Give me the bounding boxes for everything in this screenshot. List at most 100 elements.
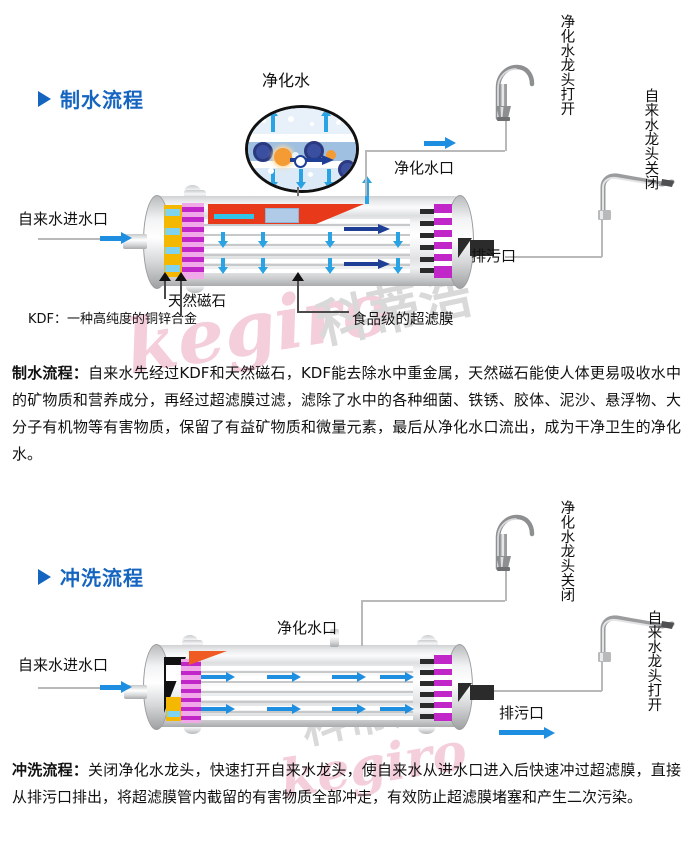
inlet-label-flush: 自来水进水口 [18, 656, 109, 674]
purified-outlet-arrow [424, 140, 446, 146]
magnified-membrane-inset [245, 105, 359, 193]
membrane-fiber [201, 701, 413, 703]
kdf-tab-icon [165, 247, 180, 254]
flush-arrow [267, 707, 293, 711]
outlet-seal-block [420, 703, 434, 708]
housing-lug-icon [418, 723, 435, 734]
membrane-callout-line [297, 311, 349, 313]
purified-outlet-label-flush: 净化水口 [277, 619, 338, 637]
drain-flow-arrow [544, 726, 555, 739]
purified-outlet-riser [365, 150, 367, 196]
inset-arrow-down [295, 182, 306, 189]
tap-connector-line [505, 256, 602, 258]
purified-outlet-line [365, 150, 505, 152]
magnet-stripe [181, 716, 201, 720]
inset-bubble [310, 122, 314, 126]
inset-arrow-up [271, 114, 275, 132]
membrane-fiber [201, 671, 413, 673]
drain-outlet-label-flush: 排污口 [499, 704, 545, 722]
outlet-seal-block [420, 659, 434, 664]
inlet-label-production: 自来水进水口 [18, 210, 109, 228]
purified-faucet-riser [505, 570, 507, 601]
flow-arrow-down [221, 232, 225, 244]
inset-arrow-down [327, 169, 331, 185]
membrane-indicator-bar [214, 214, 254, 219]
ultrafiltration-housing-flush [124, 629, 494, 734]
flush-arrow [357, 704, 366, 714]
kdf-callout-arrow-icon [175, 272, 187, 281]
membrane-fiber [201, 666, 413, 670]
membrane-fiber [201, 696, 413, 700]
outlet-seal-block [420, 245, 434, 250]
flow-arrow-down [261, 258, 265, 270]
purified-faucet-label-production: 净化水龙头打开 [558, 14, 575, 116]
magnet-callout-arrow-icon [159, 272, 171, 281]
inset-arrow-up [267, 109, 278, 116]
flow-arrow-down [324, 267, 335, 274]
purified-outlet-arrow [445, 137, 456, 149]
inset-bubble [336, 120, 341, 125]
gooseneck-faucet-icon [487, 512, 537, 574]
internal-flow-arrow [344, 262, 380, 266]
outlet-seal-block [420, 714, 434, 719]
flow-arrow-down [257, 241, 268, 248]
membrane-top-taper [189, 651, 227, 665]
membrane-fiber [204, 224, 410, 226]
magnet-label: 天然磁石 [168, 294, 226, 310]
membrane-fiber [204, 249, 410, 253]
outlet-seal-gap [434, 237, 452, 242]
section-heading-flush: 冲洗流程 [38, 562, 144, 591]
flow-arrow-down [396, 232, 400, 244]
flush-arrow [292, 672, 301, 682]
flow-arrow-down [221, 258, 225, 270]
kdf-tab-icon [165, 265, 180, 272]
drain-flow-arrow [499, 730, 545, 735]
tap-connector-riser [601, 655, 603, 691]
kdf-tab-icon [165, 228, 180, 235]
production-paragraph-body: 自来水先经过KDF和天然磁石，KDF能去除水中重金属，天然磁石能使人体更易吸收水… [12, 364, 681, 463]
inset-particle [338, 160, 356, 179]
membrane-window-chip [265, 208, 299, 223]
magnet-stripe [181, 680, 201, 684]
flow-arrow-down [396, 258, 400, 270]
outlet-seal-block [420, 233, 434, 238]
inset-arrow-down [267, 182, 278, 189]
triangle-bullet-icon [38, 90, 51, 107]
magnet-stripe [182, 247, 204, 252]
ultrafiltration-housing-production [123, 176, 494, 293]
membrane-fiber [204, 264, 410, 266]
outlet-seal-gap [434, 675, 452, 680]
drain-port-block [470, 240, 494, 256]
flush-arrow [226, 672, 235, 682]
flow-arrow-down [324, 241, 335, 248]
flush-arrow [267, 675, 293, 679]
magnet-stripe [182, 267, 204, 272]
membrane-fiber [201, 686, 413, 690]
inlet-line [38, 687, 100, 689]
magnet-stripe [182, 217, 204, 222]
purified-outlet-riser [361, 600, 363, 646]
drain-port-wedge [458, 238, 472, 258]
kitchen-tap-icon [592, 170, 678, 220]
outlet-seal-gap [434, 261, 452, 266]
membrane-fiber [201, 706, 413, 710]
purified-faucet-label-flush: 净化水龙头关闭 [558, 500, 575, 602]
housing-lug-icon [182, 640, 203, 649]
flush-arrow [292, 704, 301, 714]
flush-arrow [380, 707, 406, 711]
inset-flow-arrow [290, 158, 324, 162]
outlet-seal-gap [434, 708, 452, 713]
outlet-seal-block [420, 681, 434, 686]
flush-arrow [380, 675, 406, 679]
housing-lug-icon [184, 723, 201, 734]
internal-flow-arrow [378, 258, 390, 269]
inset-particle [253, 142, 273, 162]
kdf-media-block [164, 205, 182, 277]
flow-arrow-down [261, 232, 265, 244]
membrane-fiber [204, 254, 410, 256]
outlet-seal-gap [434, 213, 452, 218]
inlet-arrow [100, 684, 122, 690]
internal-flow-arrow [344, 227, 380, 231]
inset-arrow-down [271, 169, 275, 185]
